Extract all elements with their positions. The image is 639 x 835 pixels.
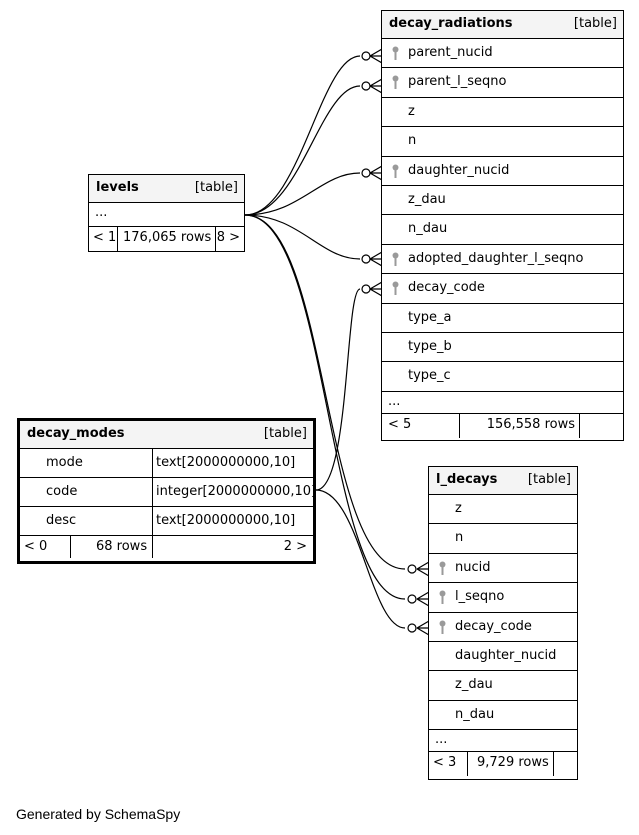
column-row[interactable]: code integer[2000000000,10]	[20, 478, 317, 507]
column-row[interactable]: daughter_nucid	[429, 642, 577, 672]
column-row[interactable]: z_dau	[382, 186, 623, 216]
column-type: integer[2000000000,10]	[156, 484, 317, 499]
column-row[interactable]: desc text[2000000000,10]	[20, 507, 313, 536]
ellipsis: ...	[95, 205, 108, 220]
column-name: parent_nucid	[408, 45, 493, 60]
column-name: parent_l_seqno	[408, 74, 507, 90]
column-name: z	[408, 103, 415, 119]
column-row[interactable]: n_dau	[429, 701, 577, 731]
table-footer: < 5 156,558 rows	[382, 413, 623, 438]
row-count: 68 rows	[96, 539, 148, 554]
column-name: desc	[46, 513, 77, 528]
ellipsis: ...	[388, 393, 401, 409]
table-name: levels	[96, 180, 139, 195]
column-row[interactable]: l_seqno	[429, 583, 577, 613]
column-row[interactable]: n	[429, 524, 577, 554]
key-icon	[392, 252, 399, 267]
column-name: z_dau	[455, 677, 493, 693]
column-name: z	[455, 501, 462, 516]
column-name: type_a	[408, 309, 452, 325]
column-name: decay_code	[455, 618, 532, 634]
table-header: decay_radiations [table]	[382, 11, 623, 39]
column-row[interactable]: mode text[2000000000,10]	[20, 449, 313, 478]
column-name: n	[455, 530, 464, 546]
ellipsis-row: ...	[382, 392, 623, 414]
table-kind: [table]	[527, 472, 571, 487]
table-kind: [table]	[194, 180, 238, 195]
column-type: text[2000000000,10]	[156, 455, 296, 470]
column-type: text[2000000000,10]	[156, 513, 296, 528]
key-icon	[439, 620, 446, 635]
column-row[interactable]: n_dau	[382, 215, 623, 245]
children-count[interactable]: 2 >	[283, 539, 307, 554]
row-count: 9,729 rows	[477, 755, 549, 771]
key-icon	[392, 46, 399, 61]
parents-count[interactable]: < 5	[388, 416, 412, 432]
table-kind: [table]	[263, 426, 307, 441]
column-name: nucid	[455, 559, 491, 575]
table-footer: < 1 176,065 rows 8 >	[89, 227, 244, 251]
column-name: type_c	[408, 368, 451, 384]
table-name: l_decays	[436, 472, 498, 487]
column-row[interactable]: type_a	[382, 304, 623, 333]
column-name: code	[46, 484, 78, 499]
column-row[interactable]: type_b	[382, 333, 623, 363]
row-count: 176,065 rows	[123, 230, 212, 245]
column-name: mode	[46, 455, 83, 470]
table-name: decay_modes	[27, 426, 125, 441]
column-row[interactable]: z	[382, 98, 623, 128]
column-name: n_dau	[455, 706, 495, 722]
key-icon	[392, 281, 399, 296]
column-row[interactable]: parent_nucid	[382, 39, 623, 69]
column-name: daughter_nucid	[455, 647, 557, 663]
column-name: n	[408, 133, 417, 149]
ellipsis-row: ...	[429, 730, 577, 753]
parents-count[interactable]: < 1	[93, 230, 117, 245]
column-row[interactable]: decay_code	[382, 274, 623, 304]
table-levels[interactable]: levels [table] ... < 1 176,065 rows 8 >	[88, 174, 245, 252]
column-row[interactable]: decay_code	[429, 613, 577, 642]
key-icon	[392, 164, 399, 179]
generated-by-footer: Generated by SchemaSpy	[16, 806, 181, 822]
parents-count[interactable]: < 3	[433, 755, 457, 771]
ellipsis: ...	[435, 732, 448, 748]
ellipsis-row: ...	[89, 203, 244, 227]
column-name: daughter_nucid	[408, 162, 510, 178]
row-count: 156,558 rows	[486, 416, 575, 432]
parents-count[interactable]: < 0	[24, 539, 48, 554]
table-name: decay_radiations	[389, 16, 513, 31]
key-icon	[439, 590, 446, 605]
key-icon	[439, 561, 446, 576]
column-name: z_dau	[408, 191, 446, 207]
column-name: type_b	[408, 338, 452, 354]
table-header: l_decays [table]	[429, 467, 577, 495]
children-count[interactable]: 8 >	[216, 230, 240, 245]
column-name: decay_code	[408, 280, 485, 296]
column-name: n_dau	[408, 221, 448, 237]
table-header: levels [table]	[89, 175, 244, 203]
column-name: adopted_daughter_l_seqno	[408, 250, 584, 266]
column-row[interactable]: parent_l_seqno	[382, 68, 623, 98]
column-row[interactable]: z	[429, 495, 577, 525]
column-row[interactable]: daughter_nucid	[382, 157, 623, 186]
column-row[interactable]: type_c	[382, 362, 623, 392]
table-footer: < 0 68 rows 2 >	[20, 536, 313, 558]
column-row[interactable]: n	[382, 127, 623, 157]
column-row[interactable]: z_dau	[429, 671, 577, 701]
table-header: decay_modes [table]	[20, 421, 313, 449]
key-icon	[392, 75, 399, 90]
table-decay-modes[interactable]: decay_modes [table] mode text[2000000000…	[17, 418, 316, 564]
table-footer: < 3 9,729 rows	[429, 752, 577, 777]
column-row[interactable]: adopted_daughter_l_seqno	[382, 245, 623, 275]
table-kind: [table]	[573, 16, 617, 31]
column-name: l_seqno	[455, 589, 505, 605]
column-row[interactable]: nucid	[429, 554, 577, 584]
